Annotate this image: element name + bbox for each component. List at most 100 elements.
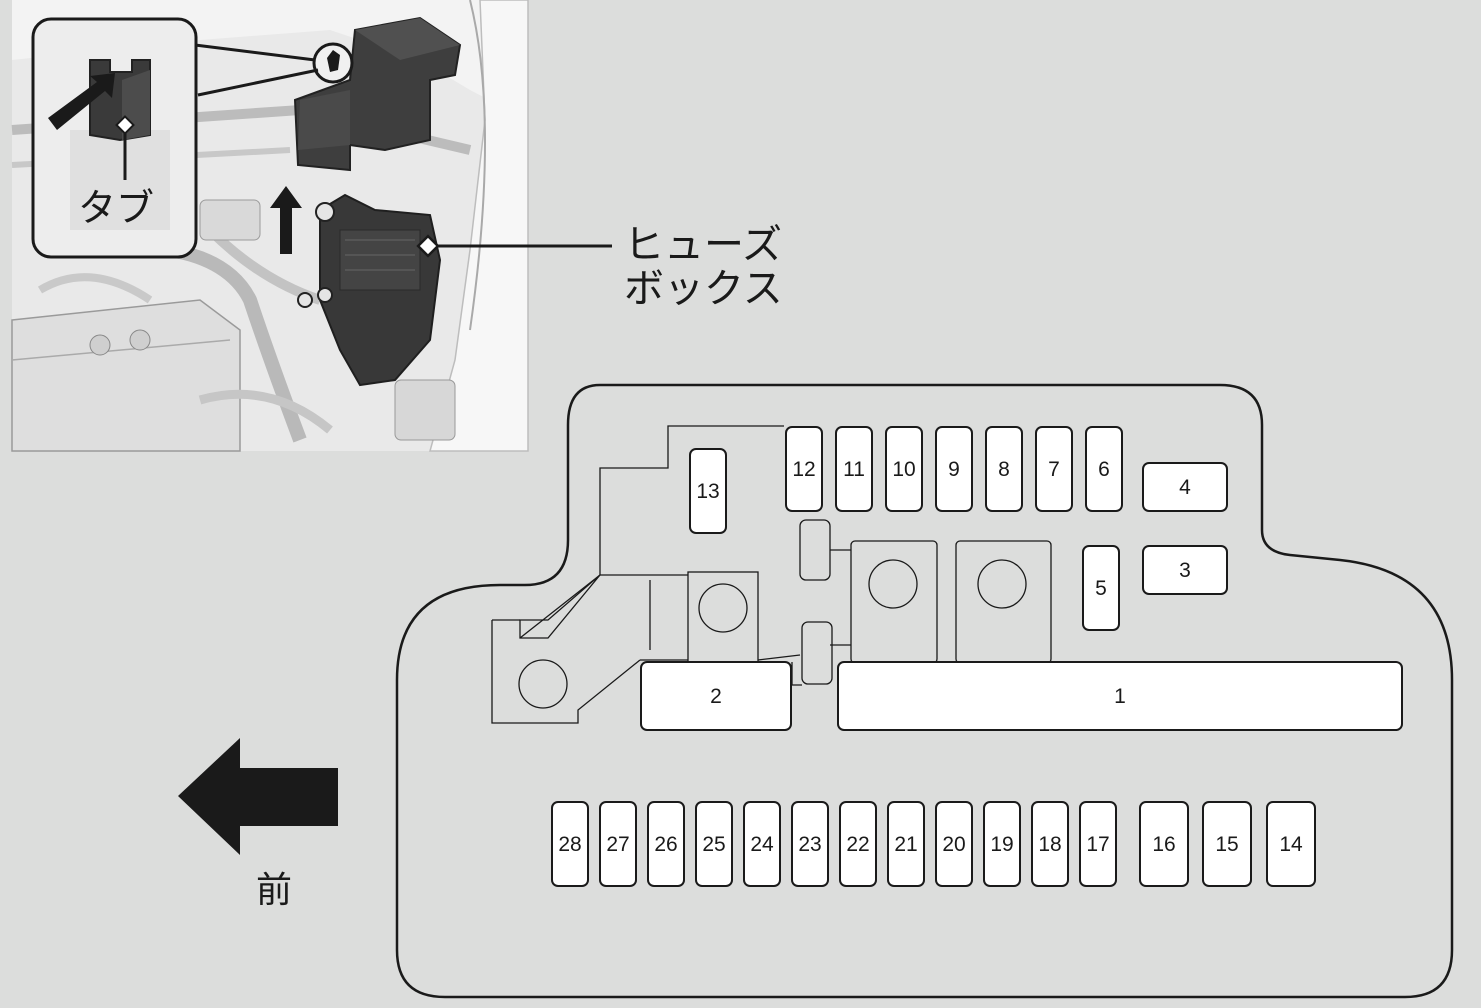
fuse-3: 3 [1142,545,1228,595]
fuse-28: 28 [551,801,589,887]
lift-arrow-icon [270,186,302,254]
fuse-number-18: 18 [1038,833,1061,856]
fuse-10: 10 [885,426,923,512]
fuse-20: 20 [935,801,973,887]
fuse-slot-19 [983,801,1021,887]
fuse-13: 13 [689,448,727,534]
fuse-number-2: 2 [710,685,722,708]
fuse-slot-13 [689,448,727,534]
fuse-number-4: 4 [1179,476,1191,499]
fuse-16: 16 [1139,801,1189,887]
fuse-number-1: 1 [1114,685,1126,708]
fuse-slot-22 [839,801,877,887]
fuse-7: 7 [1035,426,1073,512]
fuse-slot-12 [785,426,823,512]
fuse-number-19: 19 [990,833,1013,856]
fuse-25: 25 [695,801,733,887]
fuse-number-9: 9 [948,458,960,481]
fuse-2: 2 [640,661,792,731]
fuse-number-13: 13 [696,480,719,503]
fuse-number-21: 21 [894,833,917,856]
front-arrow-icon [178,738,338,855]
fuse-number-12: 12 [792,458,815,481]
fuse-box-outline [395,383,1454,999]
fuse-17: 17 [1079,801,1117,887]
fuse-number-3: 3 [1179,559,1191,582]
fuse-26: 26 [647,801,685,887]
fuse-slot-27 [599,801,637,887]
fuse-slot-28 [551,801,589,887]
fuse-number-20: 20 [942,833,965,856]
tab-label: タブ [78,186,154,230]
fuse-slot-11 [835,426,873,512]
tab-pointer-marker [115,115,135,135]
fuse-number-15: 15 [1215,833,1238,856]
fuse-slot-23 [791,801,829,887]
fuse-slot-7 [1035,426,1073,512]
fuse-slot-15 [1202,801,1252,887]
fuse-slot-21 [887,801,925,887]
fuse-19: 19 [983,801,1021,887]
fuse-14: 14 [1266,801,1316,887]
fuse-slot-14 [1266,801,1316,887]
fuse-slots: 1234567891011121314151617181920212223242… [551,426,1403,887]
fuse-number-24: 24 [750,833,774,856]
fuse-5: 5 [1082,545,1120,631]
fuse-8: 8 [985,426,1023,512]
fuse-number-26: 26 [654,833,677,856]
fuse-number-22: 22 [846,833,869,856]
fuse-27: 27 [599,801,637,887]
fuse-slot-3 [1142,545,1228,595]
fuse-slot-18 [1031,801,1069,887]
fuse-15: 15 [1202,801,1252,887]
fuse-slot-1 [837,661,1403,731]
fuse-24: 24 [743,801,781,887]
fuse-18: 18 [1031,801,1069,887]
fuse-number-7: 7 [1048,458,1060,481]
fuse-1: 1 [837,661,1403,731]
fuse-number-27: 27 [606,833,629,856]
fuse-slot-10 [885,426,923,512]
front-direction: 前 [178,738,338,911]
fuse-slot-4 [1142,462,1228,512]
fuse-11: 11 [835,426,873,512]
fuse-slot-2 [640,661,792,731]
fuse-slot-17 [1079,801,1117,887]
front-label: 前 [256,870,292,911]
fuse-9: 9 [935,426,973,512]
fuse-slot-20 [935,801,973,887]
fuse-slot-24 [743,801,781,887]
fuse-number-28: 28 [558,833,581,856]
fuse-number-23: 23 [798,833,821,856]
fuse-22: 22 [839,801,877,887]
fuse-slot-25 [695,801,733,887]
fuse-number-11: 11 [843,458,865,481]
fuse-number-10: 10 [892,458,915,481]
fuse-number-8: 8 [998,458,1010,481]
fuse-12: 12 [785,426,823,512]
fuse-slot-26 [647,801,685,887]
fuse-slot-6 [1085,426,1123,512]
fuse-box-internal-lines [491,425,1052,724]
fuse-number-25: 25 [702,833,725,856]
fuse-23: 23 [791,801,829,887]
fuse-slot-9 [935,426,973,512]
fuse-box-body [297,193,442,387]
fuse-slot-16 [1139,801,1189,887]
fuse-number-17: 17 [1086,833,1109,856]
tab-detail-inset: タブ [31,17,198,259]
fuse-box-label-line2: ボックス [624,266,783,312]
fuse-number-16: 16 [1152,833,1175,856]
fuse-number-5: 5 [1095,577,1107,600]
fuse-box-callout: ヒューズ ボックス [416,222,783,312]
fuse-box-pointer-marker [416,234,440,258]
push-arrow-icon [48,73,115,130]
fuse-box-label-line1: ヒューズ [624,222,782,268]
fuse-number-6: 6 [1098,458,1110,481]
fuse-4: 4 [1142,462,1228,512]
fuse-number-14: 14 [1279,833,1303,856]
fuse-slot-5 [1082,545,1120,631]
fuse-box-cover [293,16,462,172]
fuse-6: 6 [1085,426,1123,512]
